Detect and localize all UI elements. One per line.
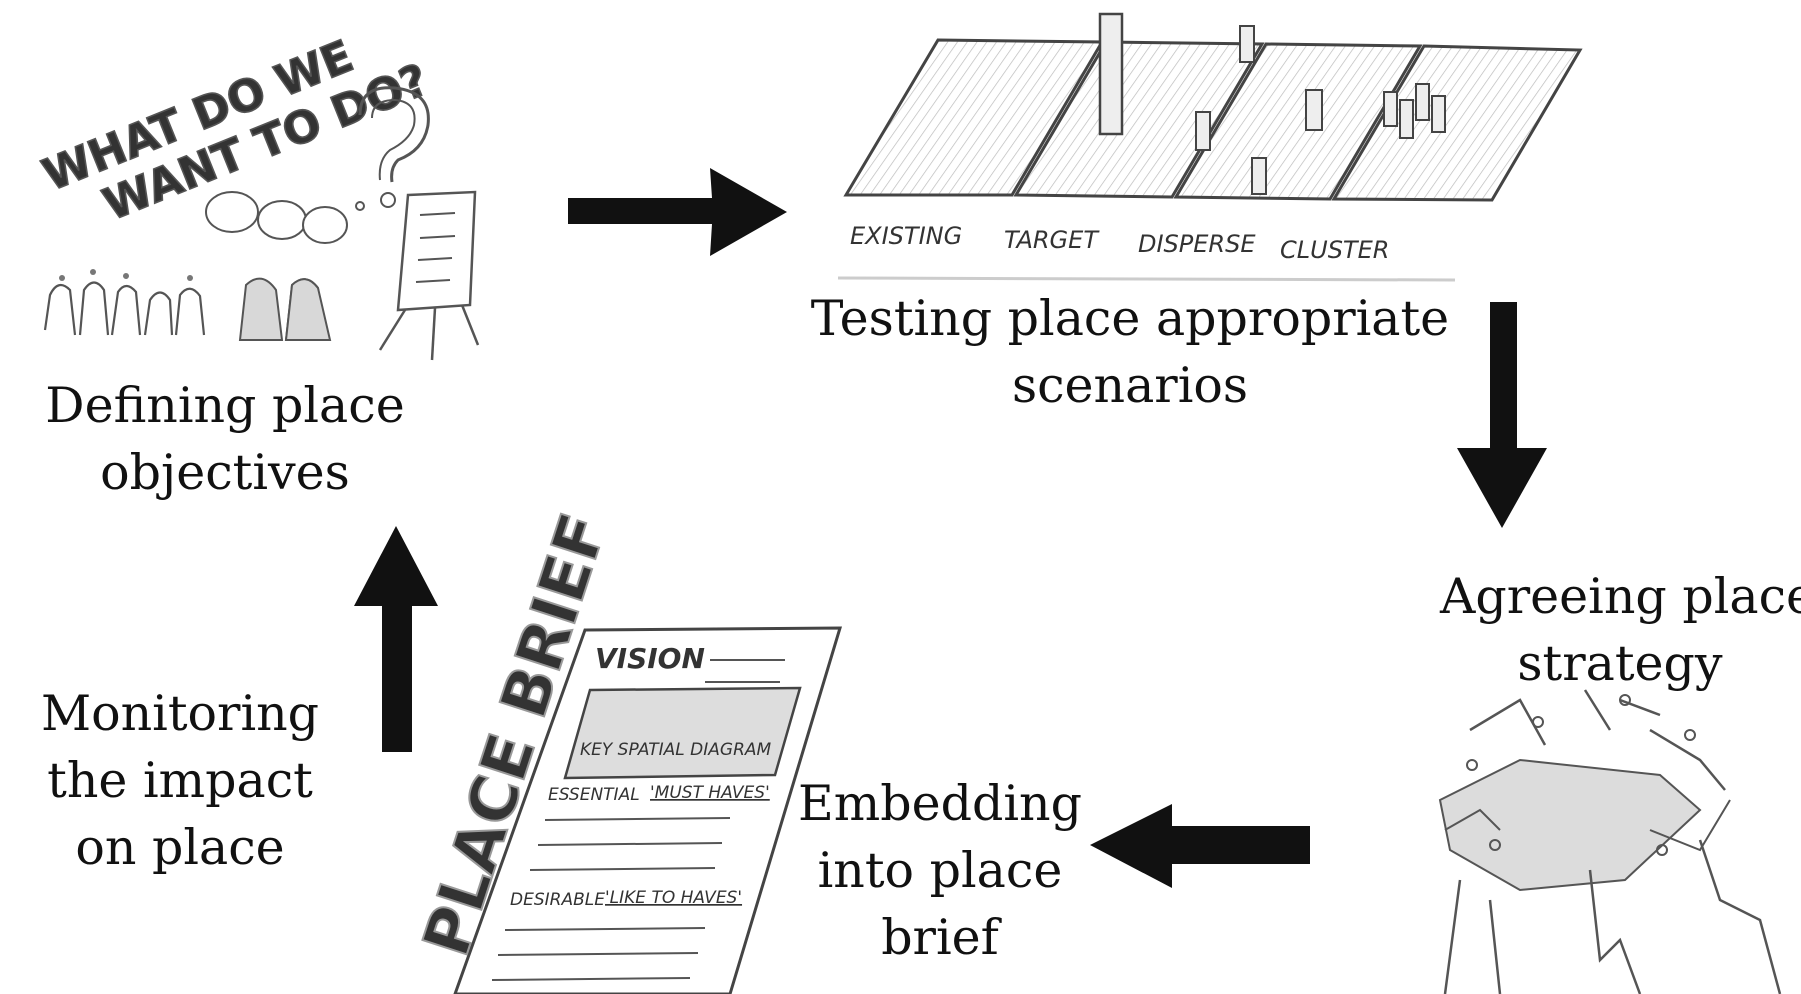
brief-diagram: KEY SPATIAL DIAGRAM: [580, 740, 772, 760]
caption-line: scenarios: [1011, 357, 1249, 414]
brief-essential: ESSENTIAL: [548, 785, 640, 805]
caption-line: brief: [881, 909, 999, 966]
caption-line: objectives: [100, 444, 350, 501]
panel-label-cluster: CLUSTER: [1280, 236, 1389, 264]
caption-line: Defining place: [45, 377, 405, 434]
panel-label-existing: EXISTING: [850, 222, 962, 250]
arrow-up-icon: [354, 526, 438, 752]
caption-embedding-into-place-brief: Embedding into place brief: [790, 770, 1090, 971]
arrow-right-icon: [568, 168, 787, 256]
caption-line: the impact: [47, 752, 313, 809]
caption-testing-place-scenarios: Testing place appropriate scenarios: [810, 285, 1450, 419]
scenarios-sketch: EXISTING TARGET DISPERSE CLUSTER: [837, 12, 1583, 282]
caption-line: strategy: [1517, 635, 1723, 692]
arrow-left-icon: [1090, 804, 1310, 888]
brief-like-to-haves: 'LIKE TO HAVES': [605, 888, 742, 908]
panel-label-target: TARGET: [1004, 226, 1100, 254]
caption-line: Embedding: [798, 775, 1082, 832]
strategy-sketch: [1438, 689, 1782, 994]
caption-line: into place: [817, 842, 1063, 899]
caption-agreeing-place-strategy: Agreeing place strategy: [1440, 563, 1801, 697]
caption-line: Monitoring: [40, 685, 320, 742]
caption-line: Agreeing place: [1440, 568, 1801, 625]
caption-defining-place-objectives: Defining place objectives: [30, 372, 420, 506]
place-brief-sketch: PLACE BRIEF VISION KEY SPATIAL DIAGRAM E…: [409, 504, 843, 994]
arrow-down-icon: [1457, 302, 1547, 528]
panel-label-disperse: DISPERSE: [1138, 230, 1256, 258]
brief-desirable: DESIRABLE: [510, 890, 605, 910]
caption-line: on place: [75, 819, 285, 876]
objectives-sketch: WHAT DO WE WANT TO DO?: [35, 30, 480, 361]
brief-vision: VISION: [595, 642, 705, 675]
caption-monitoring-the-impact: Monitoring the impact on place: [30, 680, 330, 881]
brief-must-haves: 'MUST HAVES': [650, 783, 770, 803]
caption-line: Testing place appropriate: [810, 290, 1450, 347]
